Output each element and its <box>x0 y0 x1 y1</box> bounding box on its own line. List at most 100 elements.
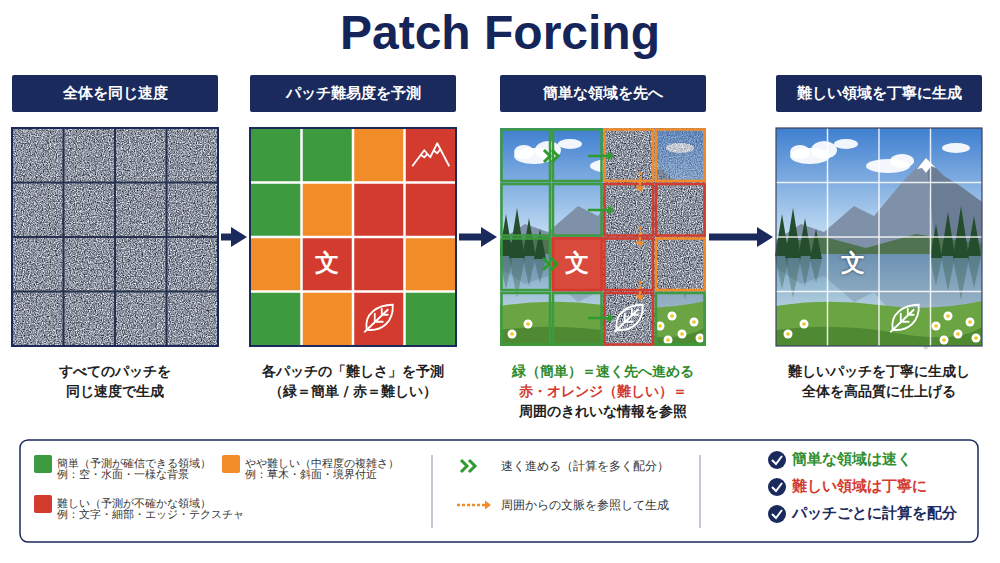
glyph-mark: 文 <box>315 248 339 279</box>
noise-grid <box>12 128 218 346</box>
cell-border <box>656 130 705 182</box>
legend-example: 例：草木・斜面・境界付近 <box>245 468 377 482</box>
legend-item: 難しい（予測が不確かな領域） <box>34 492 211 511</box>
cell-border <box>502 293 551 345</box>
noise-patch <box>115 128 167 183</box>
difficulty-cell <box>405 237 457 292</box>
grid-space <box>12 112 218 362</box>
legend-text: 難しい（予測が不確かな領域） <box>57 497 211 509</box>
grid-line <box>776 236 982 238</box>
step-arrow <box>709 234 761 241</box>
check-mark <box>772 510 782 518</box>
legend-example: 例：文字・細部・エッジ・テクスチャ <box>57 508 244 522</box>
noise-patch <box>603 292 655 347</box>
flow-arrow <box>457 504 485 507</box>
difficulty-cell <box>250 237 302 292</box>
difficulty-cell <box>405 128 457 183</box>
legend-item: 簡単（予測が確信できる領域） <box>34 452 211 471</box>
legend-item: 速く進める（計算を多く配分） <box>455 458 669 475</box>
cell-border <box>502 184 551 236</box>
flow-arrow <box>588 209 608 212</box>
mountain-icon <box>412 143 449 166</box>
noise-patch <box>12 183 64 238</box>
legend-panel <box>20 440 978 542</box>
chevron <box>544 150 550 162</box>
leaf-icon <box>365 305 393 332</box>
noise-patch <box>12 128 64 183</box>
divider <box>432 455 433 528</box>
legend-item: 周囲からの文脈を参照して生成 <box>455 497 669 514</box>
grid-frame <box>12 128 218 346</box>
check-icon <box>768 505 786 523</box>
final-image <box>775 128 982 350</box>
clean-region <box>499 128 706 350</box>
grid-line <box>12 291 218 293</box>
flow-arrow <box>588 155 608 158</box>
flow-arrow-head <box>608 314 614 323</box>
flow-arrow-head <box>636 186 645 192</box>
noise-patch <box>64 128 116 183</box>
chevron <box>551 258 557 270</box>
summary-point: 簡単な領域は速く <box>792 450 912 470</box>
cell-border <box>502 239 551 291</box>
noise-patch <box>655 183 707 238</box>
chevron <box>552 150 558 162</box>
step-title: 難しい領域を丁寧に生成 <box>797 84 962 103</box>
legend-text: 速く進める（計算を多く配分） <box>501 458 669 475</box>
noise-patch <box>167 128 219 183</box>
cell-border <box>605 184 654 236</box>
step-caption: 周囲のきれいな情報を参照 <box>500 402 706 422</box>
difficulty-cell <box>405 292 457 347</box>
cell-border <box>605 293 654 345</box>
step-caption: 赤・オレンジ（難しい）＝ <box>500 382 706 402</box>
noise-patch <box>167 183 219 238</box>
grid-space <box>500 112 706 362</box>
noise-patch <box>655 237 707 292</box>
noise-patch <box>115 292 167 347</box>
glyph-mark: 文 <box>841 248 865 279</box>
cell-border <box>656 239 705 291</box>
difficulty-cell <box>353 237 405 292</box>
step-caption: 各パッチの「難しさ」を予測 （緑＝簡単 / 赤＝難しい） <box>259 362 447 402</box>
difficulty-cell <box>302 128 354 183</box>
noise-patch <box>115 183 167 238</box>
step-caption: 緑（簡単）＝速く先へ進める <box>500 362 706 382</box>
partial-region <box>655 128 707 183</box>
grid-line <box>776 291 982 293</box>
cell-border <box>656 293 705 345</box>
flow-arrow-head <box>636 295 645 301</box>
grid-line <box>403 128 406 346</box>
flow-arrow <box>639 281 642 295</box>
legend-swatch <box>34 455 52 473</box>
check-mark <box>772 483 782 491</box>
legend-example: 例：空・水面・一様な背景 <box>57 468 189 482</box>
step-caption: すべてのパッチを 同じ速度で生成 <box>55 362 175 402</box>
noise-patch <box>603 128 655 183</box>
chevron <box>543 258 549 270</box>
step-caption: 難しいパッチを丁寧に生成し 全体を高品質に仕上げる <box>785 362 973 402</box>
leaf-vein <box>615 309 638 332</box>
difficulty-cell <box>250 292 302 347</box>
noise-patch <box>115 237 167 292</box>
grid-space <box>776 112 982 362</box>
flow-arrow-head <box>608 152 614 161</box>
cell-border <box>605 130 654 182</box>
grid-line <box>166 128 168 346</box>
cell-border <box>605 239 654 291</box>
step-panel: 難しい領域を丁寧に生成難しいパッチを丁寧に生成し 全体を高品質に仕上げる <box>776 75 982 402</box>
legend-text: 周囲からの文脈を参照して生成 <box>501 497 669 514</box>
step-panel: 全体を同じ速度すべてのパッチを 同じ速度で生成 <box>12 75 218 402</box>
difficulty-grid <box>250 128 456 346</box>
step-title: 簡単な領域を先へ <box>543 84 663 103</box>
check-icon <box>768 478 786 496</box>
mountain-snow <box>421 149 440 157</box>
grid-line <box>12 236 218 238</box>
noise-patch <box>603 237 655 292</box>
noise-patch <box>167 237 219 292</box>
flow-arrow <box>639 172 642 186</box>
flow-arrow <box>588 317 608 320</box>
glyph-mark: 文 <box>565 248 589 279</box>
grid-line <box>250 290 456 293</box>
difficulty-cell <box>405 183 457 238</box>
